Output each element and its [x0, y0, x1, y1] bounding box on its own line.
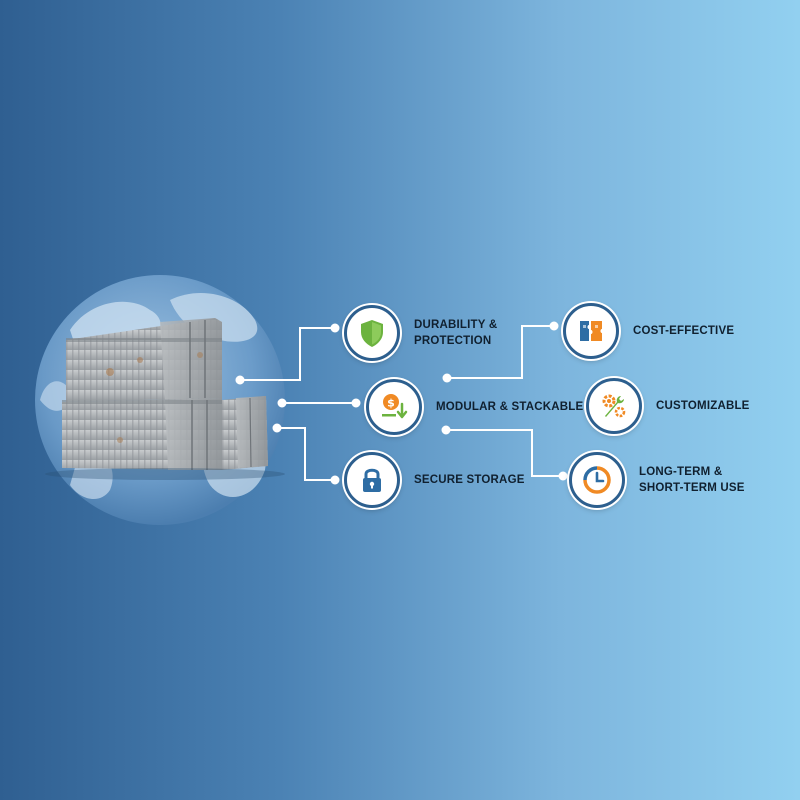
- feature-badge: [563, 303, 619, 359]
- feature-durability: DURABILITY & PROTECTION: [344, 305, 497, 361]
- feature-badge: [344, 452, 400, 508]
- feature-badge: [569, 452, 625, 508]
- feature-label: CUSTOMIZABLE: [656, 400, 750, 412]
- gears-wrench-icon: [602, 394, 626, 418]
- feature-term: LONG-TERM & SHORT-TERM USE: [569, 452, 745, 508]
- feature-custom: CUSTOMIZABLE: [586, 378, 750, 434]
- feature-modular: $ MODULAR & STACKABLE: [366, 379, 583, 435]
- clock-icon: [583, 466, 611, 494]
- puzzle-icon: [580, 321, 602, 341]
- feature-label: COST-EFFECTIVE: [633, 325, 735, 337]
- feature-label: DURABILITY & PROTECTION: [414, 319, 498, 347]
- feature-label: SECURE STORAGE: [414, 474, 525, 486]
- feature-badge: [344, 305, 400, 361]
- feature-secure: SECURE STORAGE: [344, 452, 525, 508]
- connector-lines: [235, 321, 568, 485]
- shield-icon: [361, 320, 383, 347]
- dollar-down-icon: $: [382, 394, 408, 419]
- padlock-icon: [363, 468, 381, 492]
- feature-badge: [586, 378, 642, 434]
- feature-cost: COST-EFFECTIVE: [563, 303, 734, 359]
- feature-badge: $: [366, 379, 422, 435]
- feature-label: MODULAR & STACKABLE: [436, 401, 584, 413]
- shipping-containers-illustration: [45, 318, 285, 480]
- feature-label: LONG-TERM & SHORT-TERM USE: [639, 466, 745, 494]
- svg-text:$: $: [387, 397, 395, 410]
